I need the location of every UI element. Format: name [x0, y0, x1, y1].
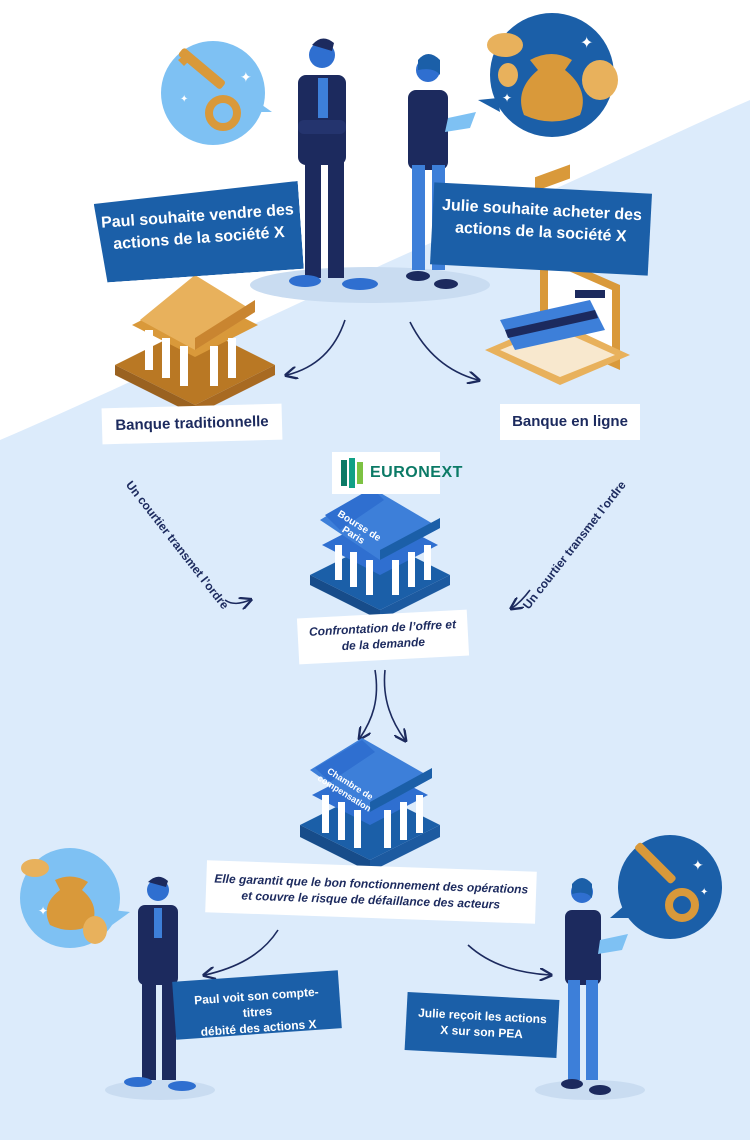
euronext-wordmark: EURONEXT	[370, 464, 463, 481]
clearing-house-building-icon	[300, 738, 440, 872]
key-bubble-icon: ✦ ✦	[161, 41, 272, 145]
traditional-bank-label: Banque traditionnelle	[101, 403, 283, 445]
traditional-bank-text: Banque traditionnelle	[115, 412, 269, 435]
arrow-to-clearing-right	[383, 669, 405, 740]
euronext-mark-icon	[341, 458, 363, 488]
julie-figure-bottom	[561, 878, 628, 1095]
online-bank-label: Banque en ligne	[500, 404, 640, 440]
buyer-outcome-label: Julie reçoit les actions X sur son PEA	[404, 992, 560, 1058]
broker-arrow-left	[224, 600, 250, 603]
arrow-to-online-bank	[409, 321, 478, 380]
arrow-to-clearing-left	[360, 669, 378, 738]
svg-text:✦: ✦	[700, 887, 708, 898]
money-bag-bubble-icon: ✦ ✦	[478, 13, 618, 137]
svg-text:✦: ✦	[580, 35, 593, 52]
floor-shadow-paul	[105, 1080, 215, 1100]
online-bank-text: Banque en ligne	[512, 413, 628, 430]
arrow-to-julie-outcome	[467, 944, 550, 975]
exchange-caption: Confrontation de l’offre et de la demand…	[296, 609, 470, 665]
broker-arrow-right	[512, 589, 531, 608]
traditional-bank-icon	[115, 275, 275, 415]
seller-intent-text: Paul souhaite vendre des actions de la s…	[100, 201, 295, 253]
buyer-intent-label: Julie souhaite acheter des actions de la…	[430, 182, 652, 276]
seller-outcome-label: Paul voit son compte-titres débité des a…	[172, 970, 342, 1040]
exchange-caption-text: Confrontation de l’offre et de la demand…	[308, 617, 457, 654]
euronext-logo: EURONEXT	[332, 452, 462, 494]
svg-text:✦: ✦	[502, 91, 512, 105]
laptop-icon	[485, 164, 630, 385]
buyer-intent-text: Julie souhaite acheter des actions de la…	[441, 196, 643, 246]
svg-text:✦: ✦	[38, 904, 48, 918]
arrow-to-traditional-bank	[287, 319, 346, 375]
key-bubble-icon-bottom: ✦ ✦	[610, 835, 722, 939]
paul-figure-bottom	[124, 876, 196, 1091]
svg-text:✦: ✦	[240, 69, 252, 85]
paul-figure-top	[289, 38, 378, 290]
arrow-to-paul-outcome	[205, 929, 279, 975]
svg-text:✦: ✦	[692, 857, 704, 873]
stock-exchange-building-icon	[310, 488, 450, 620]
svg-text:✦: ✦	[180, 94, 188, 105]
money-bag-bubble-icon-bottom: ✦	[20, 848, 130, 948]
